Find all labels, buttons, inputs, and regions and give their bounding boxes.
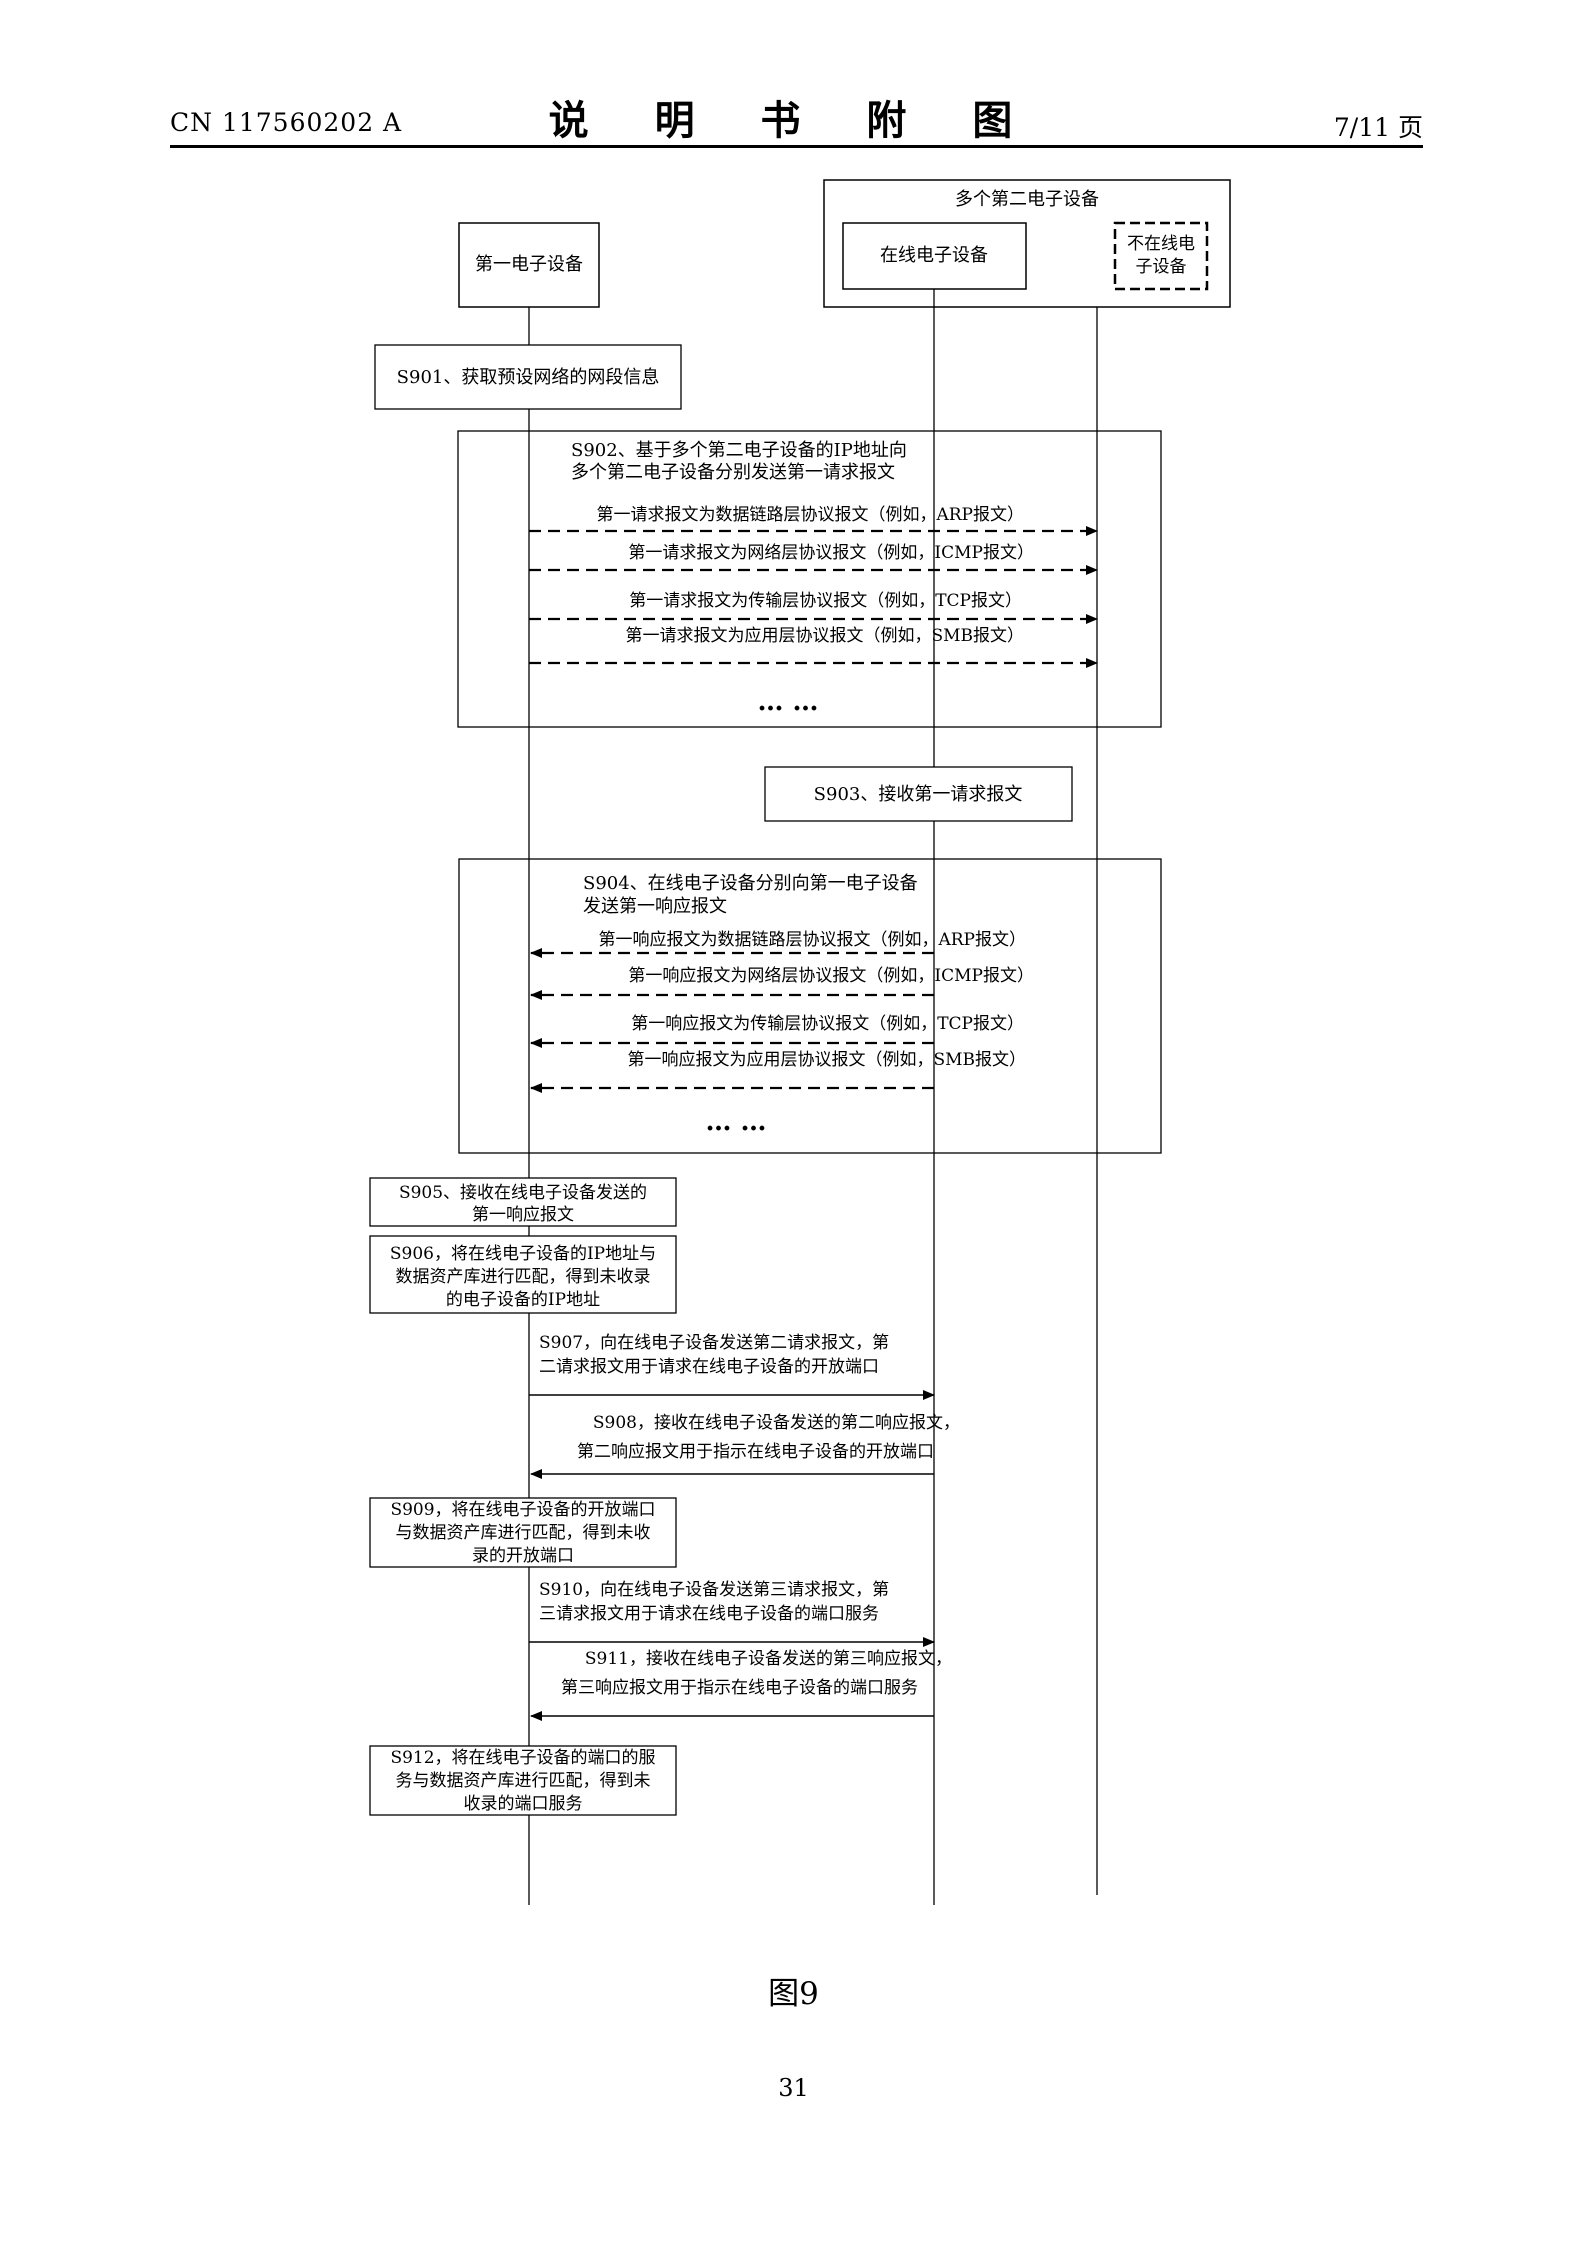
step-s909-text-line-1: S909，将在线电子设备的开放端口 (390, 1500, 655, 1520)
step-s904-text-line-1: S904、在线电子设备分别向第一电子设备 (583, 873, 918, 894)
step-s901-text: S901、获取预设网络的网段信息 (397, 367, 660, 388)
step-s907-text-line-2: 二请求报文用于请求在线电子设备的开放端口 (539, 1357, 879, 1377)
step-s907-text-line-1: S907，向在线电子设备发送第二请求报文，第 (539, 1333, 889, 1353)
offline-device-label-line-1: 不在线电 (1127, 234, 1195, 254)
page-number: 31 (778, 2074, 809, 2102)
page-info: 7/11 页 (1333, 113, 1423, 142)
step-s906-text-line-1: S906，将在线电子设备的IP地址与 (390, 1244, 656, 1264)
step-s905-box (369, 1177, 677, 1227)
online-device-label: 在线电子设备 (880, 245, 988, 266)
offline-device-label-line-2: 子设备 (1136, 257, 1187, 277)
step-s909-box (369, 1497, 677, 1568)
step-s904-frame (458, 858, 1162, 1154)
step-s901-box (374, 344, 682, 410)
step-s912-text-line-2: 务与数据资产库进行匹配，得到未 (396, 1771, 651, 1791)
step-s906-box (369, 1235, 677, 1314)
step-s912-box (369, 1745, 677, 1816)
step-s908-text-line-1: S908，接收在线电子设备发送的第二响应报文， (593, 1413, 960, 1433)
s902-message-tcp: 第一请求报文为传输层协议报文（例如，TCP报文） (629, 591, 1022, 611)
s904-ellipsis: … … (705, 1107, 766, 1137)
s902-ellipsis: … … (757, 687, 818, 717)
s904-message-icmp: 第一响应报文为网络层协议报文（例如，ICMP报文） (628, 966, 1034, 986)
step-s902-frame (457, 430, 1162, 728)
step-s904-text-line-2: 发送第一响应报文 (583, 896, 727, 917)
step-s911-text-line-2: 第三响应报文用于指示在线电子设备的端口服务 (561, 1678, 918, 1698)
step-s910-text-line-2: 三请求报文用于请求在线电子设备的端口服务 (539, 1604, 879, 1624)
second-devices-group-box (823, 179, 1231, 308)
page-title: 说 明 书 附 图 (548, 97, 1039, 144)
s904-message-smb: 第一响应报文为应用层协议报文（例如，SMB报文） (627, 1050, 1026, 1070)
header-rule (170, 145, 1423, 148)
step-s912-text-line-1: S912，将在线电子设备的端口的服 (390, 1748, 655, 1768)
step-s906-text-line-3: 的电子设备的IP地址 (446, 1290, 600, 1310)
step-s903-text: S903、接收第一请求报文 (814, 784, 1023, 805)
second-devices-group-label: 多个第二电子设备 (955, 189, 1099, 210)
step-s905-text-line-1: S905、接收在线电子设备发送的 (399, 1183, 647, 1203)
s902-message-smb: 第一请求报文为应用层协议报文（例如，SMB报文） (625, 626, 1024, 646)
step-s903-box (764, 766, 1073, 822)
s904-message-arp: 第一响应报文为数据链路层协议报文（例如，ARP报文） (598, 930, 1026, 950)
step-s911-text-line-1: S911，接收在线电子设备发送的第三响应报文， (585, 1649, 952, 1669)
step-s909-text-line-2: 与数据资产库进行匹配，得到未收 (396, 1523, 651, 1543)
s904-message-tcp: 第一响应报文为传输层协议报文（例如，TCP报文） (631, 1014, 1024, 1034)
step-s908-text-line-2: 第二响应报文用于指示在线电子设备的开放端口 (577, 1442, 934, 1462)
step-s910-text-line-1: S910，向在线电子设备发送第三请求报文，第 (539, 1580, 889, 1600)
s902-message-icmp: 第一请求报文为网络层协议报文（例如，ICMP报文） (628, 543, 1034, 563)
offline-device-box (1113, 221, 1209, 291)
step-s909-text-line-3: 录的开放端口 (472, 1546, 574, 1566)
step-s906-text-line-2: 数据资产库进行匹配，得到未收录 (396, 1267, 651, 1287)
step-s902-text-line-2: 多个第二电子设备分别发送第一请求报文 (571, 462, 895, 483)
step-s902-text-line-1: S902、基于多个第二电子设备的IP地址向 (571, 440, 907, 461)
step-s905-text-line-2: 第一响应报文 (472, 1205, 574, 1225)
first-device-label: 第一电子设备 (475, 254, 583, 275)
figure-label: 图9 (768, 1976, 819, 2012)
step-s912-text-line-3: 收录的端口服务 (464, 1794, 583, 1814)
document-number: CN 117560202 A (170, 108, 403, 137)
s902-message-arp: 第一请求报文为数据链路层协议报文（例如，ARP报文） (596, 505, 1024, 525)
